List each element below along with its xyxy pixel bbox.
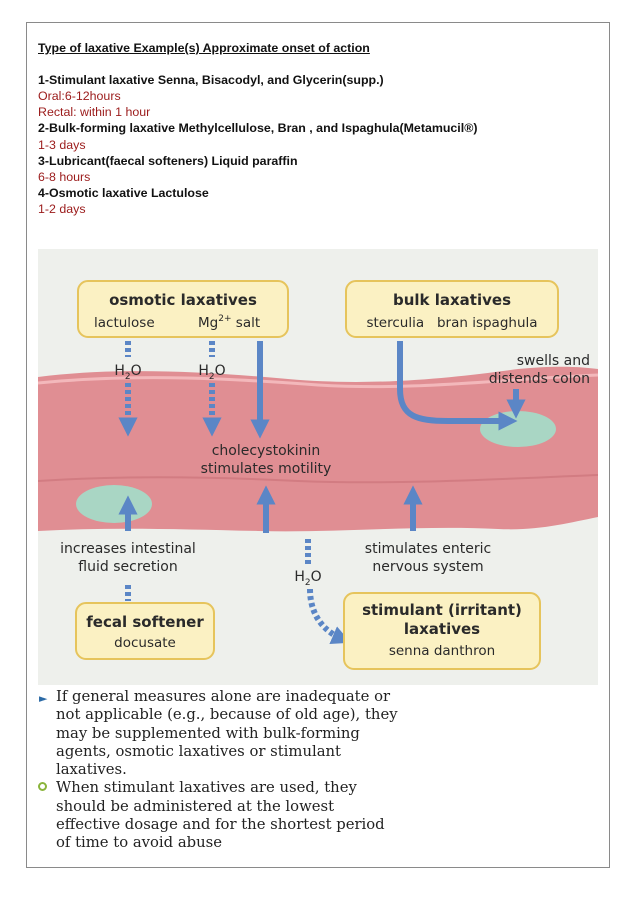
fecal-softener-box: [76, 603, 214, 659]
triangle-bullet-icon: ►: [39, 692, 48, 705]
osmotic-box-border: [77, 280, 289, 338]
fecal-box-border: [75, 602, 215, 660]
stimulant-laxatives-box: [344, 593, 540, 669]
laxative-item-title: 1-Stimulant laxative Senna, Bisacodyl, a…: [38, 73, 384, 87]
bullet-item: ► If general measures alone are inadequa…: [38, 688, 598, 779]
table-header: Type of laxative Example(s) Approximate …: [38, 41, 370, 55]
circle-bullet-icon: [38, 782, 47, 792]
stimulant-box-border: [343, 592, 541, 670]
cholecystokinin-label: cholecystokinin: [212, 443, 321, 459]
h2o-label: H2O: [198, 363, 225, 382]
bulk-agents: sterculia bran ispaghula: [366, 315, 537, 331]
bullet-line: not applicable (e.g., because of old age…: [56, 706, 398, 724]
bulk-box-border: [345, 280, 559, 338]
bulk-laxatives-box: [346, 281, 558, 337]
osmotic-agent-mg-salt: Mg2+ salt: [198, 314, 260, 331]
laxative-mechanism-figure: osmotic laxatives lactulose Mg2+ salt bu…: [38, 249, 598, 685]
osmotic-title: osmotic laxatives: [109, 291, 257, 309]
secretion-label: fluid secretion: [78, 559, 177, 575]
bullet-line: When stimulant laxatives are used, they: [56, 779, 357, 797]
laxative-item-title: 4-Osmotic laxative Lactulose: [38, 186, 209, 200]
distends-label: distends colon: [489, 371, 590, 387]
bullet-line: laxatives.: [56, 761, 127, 779]
h2o-label: H2O: [114, 363, 141, 382]
lumen-bolus-right: [480, 411, 556, 447]
stimulant-title: stimulant (irritant): [362, 601, 522, 619]
onset-bulk: 1-3 days: [38, 138, 86, 152]
stimulant-agents: senna danthron: [389, 643, 495, 659]
osmotic-laxatives-box: [78, 281, 288, 337]
laxative-item-title: 2-Bulk-forming laxative Methylcellulose,…: [38, 121, 478, 135]
nervous-label: nervous system: [372, 559, 483, 575]
bullet-line: may be supplemented with bulk-forming: [56, 724, 360, 742]
bullet-line: effective dosage and for the shortest pe…: [56, 816, 385, 834]
swells-label: swells and: [517, 353, 590, 369]
colon-highlight: [38, 373, 598, 389]
colon-fold: [38, 474, 598, 484]
fecal-title: fecal softener: [86, 613, 204, 631]
bullet-line: should be administered at the lowest: [56, 797, 335, 815]
enteric-label: stimulates enteric: [365, 541, 491, 557]
colon-tube: [38, 366, 598, 532]
onset-lubricant: 6-8 hours: [38, 170, 91, 184]
onset-oral: Oral:6-12hours: [38, 89, 121, 103]
bullet-line: agents, osmotic laxatives or stimulant: [56, 742, 341, 760]
osmotic-agent-lactulose: lactulose: [94, 315, 155, 331]
intestinal-label: increases intestinal: [60, 541, 196, 557]
stimulant-water-arrow: [307, 588, 351, 645]
guidance-bullets: ► If general measures alone are inadequa…: [38, 688, 598, 853]
bullet-line: If general measures alone are inadequate…: [56, 688, 391, 705]
motility-label: stimulates motility: [201, 461, 332, 477]
laxative-item-title: 3-Lubricant(faecal softeners) Liquid par…: [38, 154, 298, 168]
page-frame: [26, 22, 610, 868]
bullet-line: of time to avoid abuse: [56, 834, 222, 852]
bullet-item: When stimulant laxatives are used, they …: [38, 779, 598, 852]
stimulant-subtitle: laxatives: [404, 620, 480, 638]
fecal-agent: docusate: [114, 635, 176, 651]
bulk-to-colon-arrow: [397, 341, 518, 431]
h2o-label: H2O: [294, 569, 321, 588]
onset-osmotic: 1-2 days: [38, 202, 86, 216]
bulk-title: bulk laxatives: [393, 291, 511, 309]
lumen-bolus-left: [76, 485, 152, 523]
onset-rectal: Rectal: within 1 hour: [38, 105, 151, 119]
